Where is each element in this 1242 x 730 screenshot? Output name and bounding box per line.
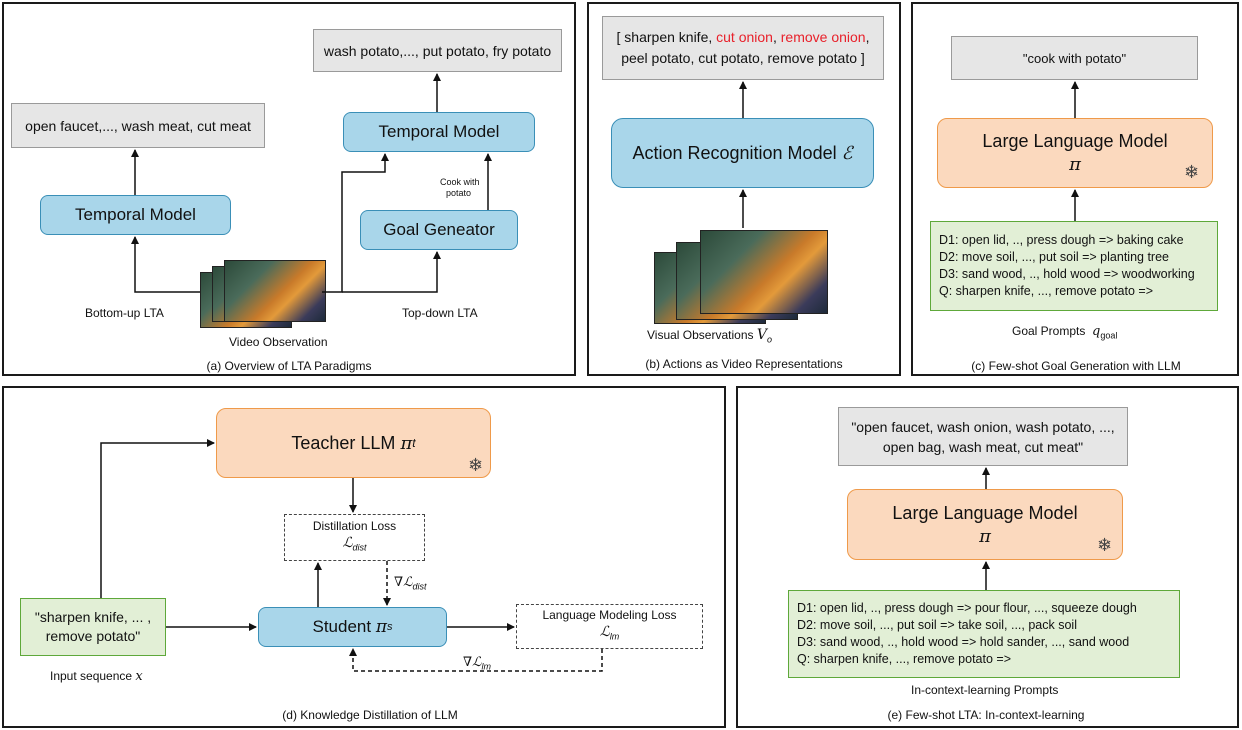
goal-prompt-line: D2: move soil, ..., put soil => planting… bbox=[939, 250, 1169, 264]
goal-output-box: "cook with potato" bbox=[951, 36, 1198, 80]
icl-prompt-line: D1: open lid, .., press dough => pour fl… bbox=[797, 601, 1137, 615]
input-sequence-label: Input sequence x bbox=[50, 669, 143, 684]
lm-gradient-label: ∇ℒlm bbox=[463, 655, 491, 672]
arrow-d-lm-gradient bbox=[349, 648, 603, 672]
language-modeling-loss-box: Language Modeling Loss ℒlm bbox=[516, 604, 703, 649]
goal-label-line1: Cook with bbox=[440, 177, 480, 187]
caption-d: (d) Knowledge Distillation of LLM bbox=[282, 708, 458, 722]
icl-prompts-box: D1: open lid, .., press dough => pour fl… bbox=[788, 590, 1180, 678]
caption-e: (e) Few-shot LTA: In-context-learning bbox=[887, 708, 1085, 722]
bottom-up-output-box: open faucet,..., wash meat, cut meat bbox=[11, 103, 265, 148]
icl-prompts-label: In-context-learning Prompts bbox=[911, 683, 1059, 697]
caption-c: (c) Few-shot Goal Generation with LLM bbox=[971, 359, 1181, 373]
action-sequence-box: [ sharpen knife, cut onion, remove onion… bbox=[602, 16, 884, 80]
goal-prompts-box: D1: open lid, .., press dough => baking … bbox=[930, 221, 1218, 311]
frozen-icon: ❄ bbox=[1184, 162, 1200, 182]
video-observation-label: Video Observation bbox=[229, 335, 328, 349]
temporal-model-left: Temporal Model bbox=[40, 195, 231, 235]
arrow-a-left-video-to-model bbox=[131, 236, 200, 293]
input-sequence-box: "sharpen knife, ... , remove potato" bbox=[20, 598, 166, 656]
icl-prompt-line: D2: move soil, ..., put soil => take soi… bbox=[797, 618, 1077, 632]
llm-box-c: Large Language Model π bbox=[937, 118, 1213, 188]
icl-output-box: "open faucet, wash onion, wash potato, .… bbox=[838, 407, 1128, 466]
goal-prompt-line: D3: sand wood, .., hold wood => woodwork… bbox=[939, 267, 1195, 281]
action-recognition-model-box: Action Recognition Model ℰ bbox=[611, 118, 874, 188]
video-frame bbox=[224, 260, 326, 322]
caption-a: (a) Overview of LTA Paradigms bbox=[206, 359, 372, 373]
llm-box-e: Large Language Model π bbox=[847, 489, 1123, 560]
arrow-d-input-to-teacher bbox=[100, 439, 215, 598]
bottom-up-label: Bottom-up LTA bbox=[85, 306, 164, 320]
frozen-icon: ❄ bbox=[468, 455, 484, 475]
video-frame bbox=[700, 230, 828, 314]
action-sequence-line1: [ sharpen knife, cut onion, remove onion… bbox=[616, 29, 870, 45]
top-down-output-box: wash potato,..., put potato, fry potato bbox=[313, 29, 562, 72]
frozen-icon: ❄ bbox=[1097, 535, 1113, 555]
goal-prompts-label: Goal Prompts qgoal bbox=[1012, 324, 1118, 341]
goal-label-line2: potato bbox=[446, 188, 472, 198]
caption-b: (b) Actions as Video Representations bbox=[645, 357, 843, 371]
distill-gradient-label: ∇ℒdist bbox=[394, 575, 427, 592]
goal-prompt-line: Q: sharpen knife, ..., remove potato => bbox=[939, 284, 1154, 298]
action-sequence-line2: peel potato, cut potato, remove potato ] bbox=[621, 50, 865, 66]
distillation-loss-box: Distillation Loss ℒdist bbox=[284, 514, 425, 561]
icl-prompt-line: Q: sharpen knife, ..., remove potato => bbox=[797, 652, 1012, 666]
visual-observations-label: Visual Observations Vo bbox=[647, 327, 772, 345]
temporal-model-right: Temporal Model bbox=[343, 112, 535, 152]
top-down-label: Top-down LTA bbox=[402, 306, 478, 320]
arrow-a-video-to-goal bbox=[342, 251, 441, 293]
arrow-a-video-to-right-model bbox=[322, 153, 389, 293]
icl-prompt-line: D3: sand wood, .., hold wood => hold san… bbox=[797, 635, 1130, 649]
goal-prompt-line: D1: open lid, .., press dough => baking … bbox=[939, 233, 1184, 247]
goal-generator-box: Goal Geneator bbox=[360, 210, 518, 250]
